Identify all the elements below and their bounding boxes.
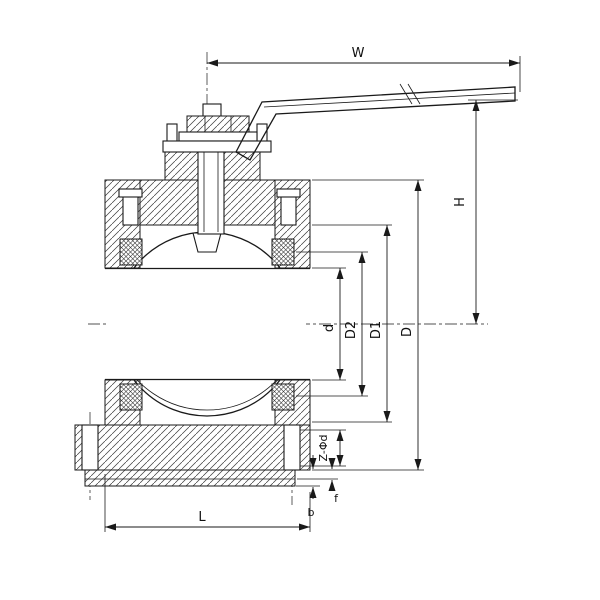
- top-flange-bolt-right-head: [276, 188, 301, 198]
- dim-label-l: L: [198, 510, 206, 525]
- seat-bottom-left: [119, 383, 143, 411]
- gland-bolt-left: [166, 123, 178, 143]
- left-bolt-hole: [81, 424, 99, 471]
- dim-label-w: W: [352, 46, 365, 61]
- gland-flange: [162, 140, 272, 153]
- stem-nut: [186, 115, 250, 133]
- dim-label-z: Z-Φd: [317, 435, 330, 462]
- handle: [235, 83, 516, 161]
- bottom-flange: [74, 424, 311, 471]
- bore-opening: [106, 269, 306, 379]
- seat-bottom-right: [271, 383, 295, 411]
- dim-label-d: d: [322, 324, 337, 332]
- stem-housing-right: [223, 149, 261, 181]
- handle-inner-line: [263, 92, 516, 108]
- dim-label-d2: D2: [344, 321, 359, 339]
- dim-label-dd: D: [400, 327, 415, 337]
- ball-and-seats: [105, 231, 310, 417]
- dim-label-h: H: [453, 197, 468, 207]
- handle-break-mark-1: [399, 83, 413, 105]
- dim-label-b: b: [308, 506, 315, 519]
- top-flange-bolt-left-head: [118, 188, 143, 198]
- seat-top-right: [271, 238, 295, 266]
- flange-facing: [84, 469, 296, 487]
- right-bolt-hole: [283, 424, 301, 471]
- ball-stem-tang: [192, 232, 222, 253]
- seat-top-left: [119, 238, 143, 266]
- stem-assembly: [162, 103, 272, 235]
- top-flange-bolt-left: [122, 195, 139, 226]
- dimensions: W H d D2 D1 D Z-Φd f: [104, 46, 521, 532]
- dim-label-f: f: [334, 492, 339, 505]
- dim-label-d1: D1: [369, 321, 384, 339]
- stem-housing-left: [164, 149, 199, 181]
- handle-lever: [235, 86, 516, 161]
- handle-break-mark-2: [407, 83, 421, 105]
- top-flange-bolt-right: [280, 195, 297, 226]
